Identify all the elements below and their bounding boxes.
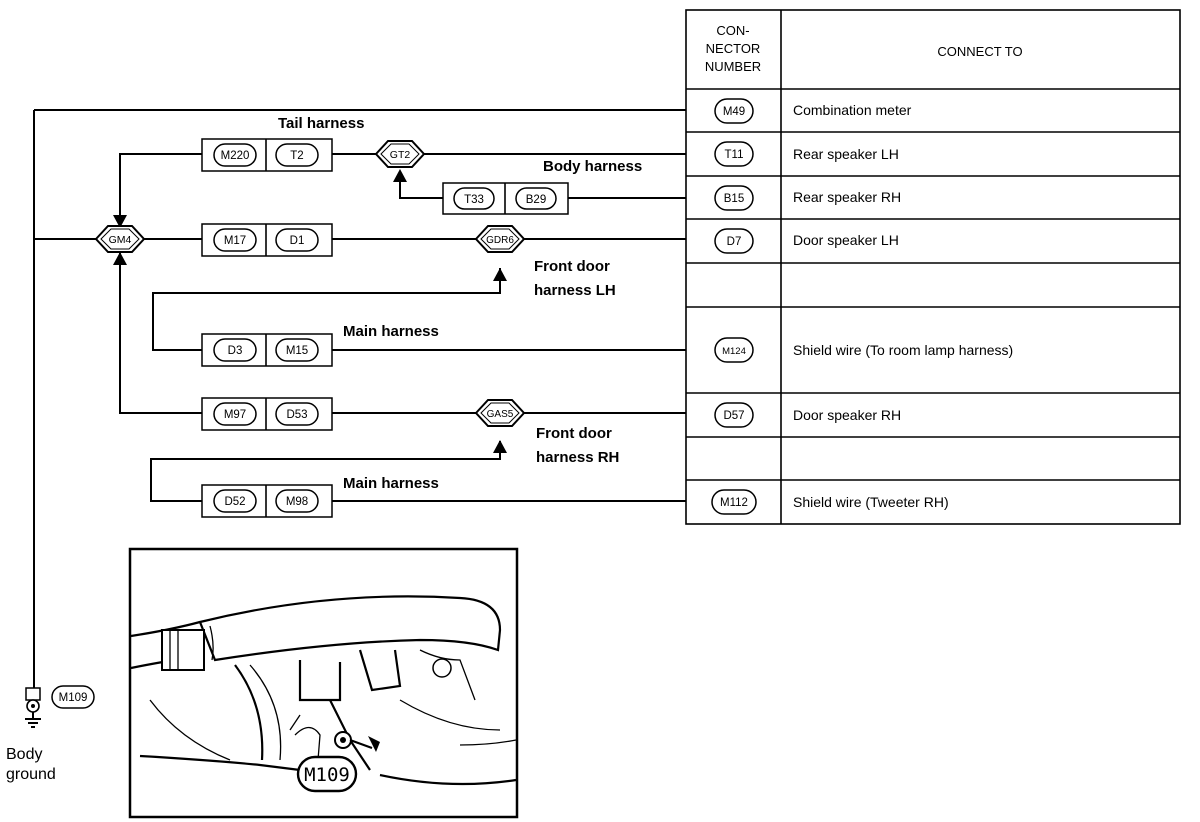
joint-gt2: GT2 — [374, 140, 426, 168]
header-connect-to: CONNECT TO — [937, 44, 1022, 59]
connector-pair: D3 M15 — [201, 333, 333, 367]
arrow-icon — [113, 215, 127, 228]
ground-connector-label: M109 — [59, 692, 88, 704]
arrow-icon — [113, 252, 127, 265]
connector-badge — [51, 685, 95, 709]
header-connector-line2: NECTOR — [706, 41, 761, 56]
arrow-icon — [393, 169, 407, 182]
connect-to: Rear speaker RH — [793, 189, 901, 205]
joint-label: GT2 — [390, 149, 411, 161]
joint-label: GM4 — [109, 234, 132, 246]
header-connector-line1: CON- — [716, 23, 749, 38]
table-row: D57 Door speaker RH — [714, 402, 901, 428]
connector-pair: M17 D1 — [201, 223, 333, 257]
connect-to: Door speaker LH — [793, 232, 899, 248]
connector-badge — [714, 402, 754, 428]
joint-gdr6: GDR6 — [474, 225, 526, 253]
connector-label: M97 — [224, 409, 246, 421]
main-harness-label: Main harness — [343, 323, 439, 340]
front-door-lh-label-2: harness LH — [534, 282, 616, 299]
ground-location-illustration: M109 — [128, 547, 519, 819]
connector-label: D52 — [224, 496, 245, 508]
connector-badge — [714, 141, 754, 167]
front-door-rh-label-1: Front door — [536, 425, 612, 442]
front-door-lh-label-1: Front door — [534, 258, 610, 275]
callout-badge — [296, 755, 358, 793]
connector-label: M98 — [286, 496, 308, 508]
connector-pair: M220 T2 — [201, 138, 333, 172]
inset-callout-label: M109 — [304, 764, 350, 786]
connect-to: Shield wire (Tweeter RH) — [793, 494, 949, 510]
connect-to: Rear speaker LH — [793, 146, 899, 162]
wiring — [33, 109, 686, 688]
connector-badge — [711, 489, 757, 515]
table-row: D7 Door speaker LH — [714, 228, 899, 254]
front-door-rh-label-2: harness RH — [536, 449, 619, 466]
connector-number: D7 — [727, 236, 742, 248]
connector-label: D3 — [228, 345, 243, 357]
connector-pair: M97 D53 — [201, 397, 333, 431]
connector-pair: D52 M98 — [201, 484, 333, 518]
connector-number: D57 — [723, 410, 744, 422]
connect-to: Combination meter — [793, 102, 912, 118]
joint-gas5: GAS5 — [474, 399, 526, 427]
joint-label: GDR6 — [486, 235, 514, 246]
connector-pair: T33 B29 — [442, 182, 569, 215]
joint-gm4: GM4 — [94, 225, 146, 253]
connector-badge — [714, 228, 754, 254]
connector-table: CON- NECTOR NUMBER CONNECT TO M49 Combin… — [685, 9, 1181, 525]
connector-number: M49 — [723, 106, 745, 118]
body-harness-label: Body harness — [543, 158, 642, 175]
arrow-icon — [493, 268, 507, 281]
harness-labels: Tail harness Body harness Front door har… — [278, 115, 642, 492]
header-connector-line3: NUMBER — [705, 59, 761, 74]
body-ground-label-1: Body — [6, 746, 42, 763]
table-row: M124 Shield wire (To room lamp harness) — [714, 337, 1013, 363]
body-ground-label-2: ground — [6, 766, 56, 783]
connector-badge — [714, 337, 754, 363]
arrow-icon — [493, 440, 507, 453]
main-harness-label: Main harness — [343, 475, 439, 492]
connector-label: M220 — [221, 150, 250, 162]
table-row: M112 Shield wire (Tweeter RH) — [711, 489, 949, 515]
connector-badge — [714, 98, 754, 124]
connect-to: Door speaker RH — [793, 407, 901, 423]
connector-label: T33 — [464, 194, 484, 206]
connector-label: D1 — [290, 235, 305, 247]
connector-number: M124 — [722, 346, 746, 357]
table-row: B15 Rear speaker RH — [714, 185, 901, 211]
connector-label: M15 — [286, 345, 308, 357]
ground-icon — [25, 712, 41, 728]
body-ground: M109 Body ground — [6, 685, 95, 783]
connector-label: T2 — [290, 150, 303, 162]
connector-number: T11 — [725, 149, 744, 161]
table-row: M49 Combination meter — [714, 98, 912, 124]
connector-label: M17 — [224, 235, 246, 247]
connect-to: Shield wire (To room lamp harness) — [793, 342, 1013, 358]
connector-label: B29 — [526, 194, 546, 206]
connector-label: D53 — [286, 409, 307, 421]
joint-label: GAS5 — [487, 409, 514, 420]
tail-harness-label: Tail harness — [278, 115, 364, 132]
table-row: T11 Rear speaker LH — [714, 141, 899, 167]
connector-badge — [714, 185, 754, 211]
connector-number: M112 — [720, 497, 748, 509]
connector-number: B15 — [724, 193, 744, 205]
